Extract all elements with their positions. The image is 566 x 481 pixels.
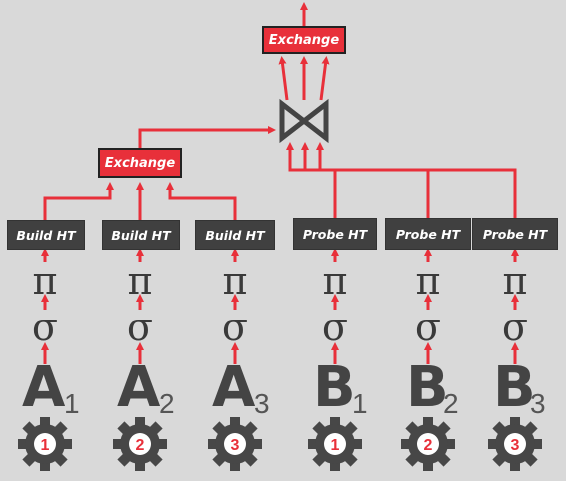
probe-ht-box: Probe HT xyxy=(385,218,471,250)
relation-b-letter: B xyxy=(406,355,449,420)
exchange-mid: Exchange xyxy=(98,148,182,178)
selection-symbol: σ xyxy=(127,305,153,349)
relation-b-letter: B xyxy=(493,355,536,420)
relation-b-subscript: 3 xyxy=(530,388,546,419)
relation-a-letter: A xyxy=(117,355,161,420)
probe-ht-label: Probe HT xyxy=(302,226,368,242)
probe-ht-box: Probe HT xyxy=(472,218,558,250)
relation-a-subscript: 2 xyxy=(159,388,175,419)
worker-number: 3 xyxy=(511,437,520,454)
gear-icon: 2 xyxy=(113,417,167,471)
gear-icon: 3 xyxy=(488,417,542,471)
probe-ht-box: Probe HT xyxy=(293,218,377,250)
relation-b-subscript: 2 xyxy=(443,388,459,419)
probe-ht-label: Probe HT xyxy=(482,226,548,242)
projection-symbol: π xyxy=(415,259,441,303)
worker-number: 2 xyxy=(136,437,145,454)
build-ht-box: Build HT xyxy=(7,220,85,250)
relation-b-letter: B xyxy=(313,355,356,420)
worker-number: 1 xyxy=(331,437,340,454)
relation-a-subscript: 3 xyxy=(254,388,270,419)
build-ht-label: Build HT xyxy=(205,227,265,243)
build-ht-box: Build HT xyxy=(195,220,275,250)
projection-symbol: π xyxy=(127,259,153,303)
worker-number: 1 xyxy=(41,437,50,454)
exchange-mid-label: Exchange xyxy=(104,155,176,171)
relation-b-subscript: 1 xyxy=(352,388,368,419)
selection-symbol: σ xyxy=(222,305,248,349)
build-ht-label: Build HT xyxy=(111,227,171,243)
worker-number: 3 xyxy=(231,437,240,454)
projection-symbol: π xyxy=(322,259,348,303)
projection-symbol: π xyxy=(32,259,58,303)
gear-icon: 1 xyxy=(18,417,72,471)
relation-a-subscript: 1 xyxy=(64,388,80,419)
gear-icon: 1 xyxy=(308,417,362,471)
probe-ht-label: Probe HT xyxy=(395,226,461,242)
relation-a-letter: A xyxy=(22,355,66,420)
selection-symbol: σ xyxy=(322,305,348,349)
selection-symbol: σ xyxy=(32,305,58,349)
selection-symbol: σ xyxy=(415,305,441,349)
projection-symbol: π xyxy=(222,259,248,303)
exchange-top: Exchange xyxy=(262,26,346,54)
gear-icon: 3 xyxy=(208,417,262,471)
gear-icon: 2 xyxy=(401,417,455,471)
projection-symbol: π xyxy=(502,259,528,303)
worker-number: 2 xyxy=(424,437,433,454)
build-ht-label: Build HT xyxy=(16,227,76,243)
relation-a-letter: A xyxy=(212,355,256,420)
join-symbol xyxy=(279,98,329,144)
selection-symbol: σ xyxy=(502,305,528,349)
exchange-top-label: Exchange xyxy=(268,32,340,48)
build-ht-box: Build HT xyxy=(102,220,180,250)
